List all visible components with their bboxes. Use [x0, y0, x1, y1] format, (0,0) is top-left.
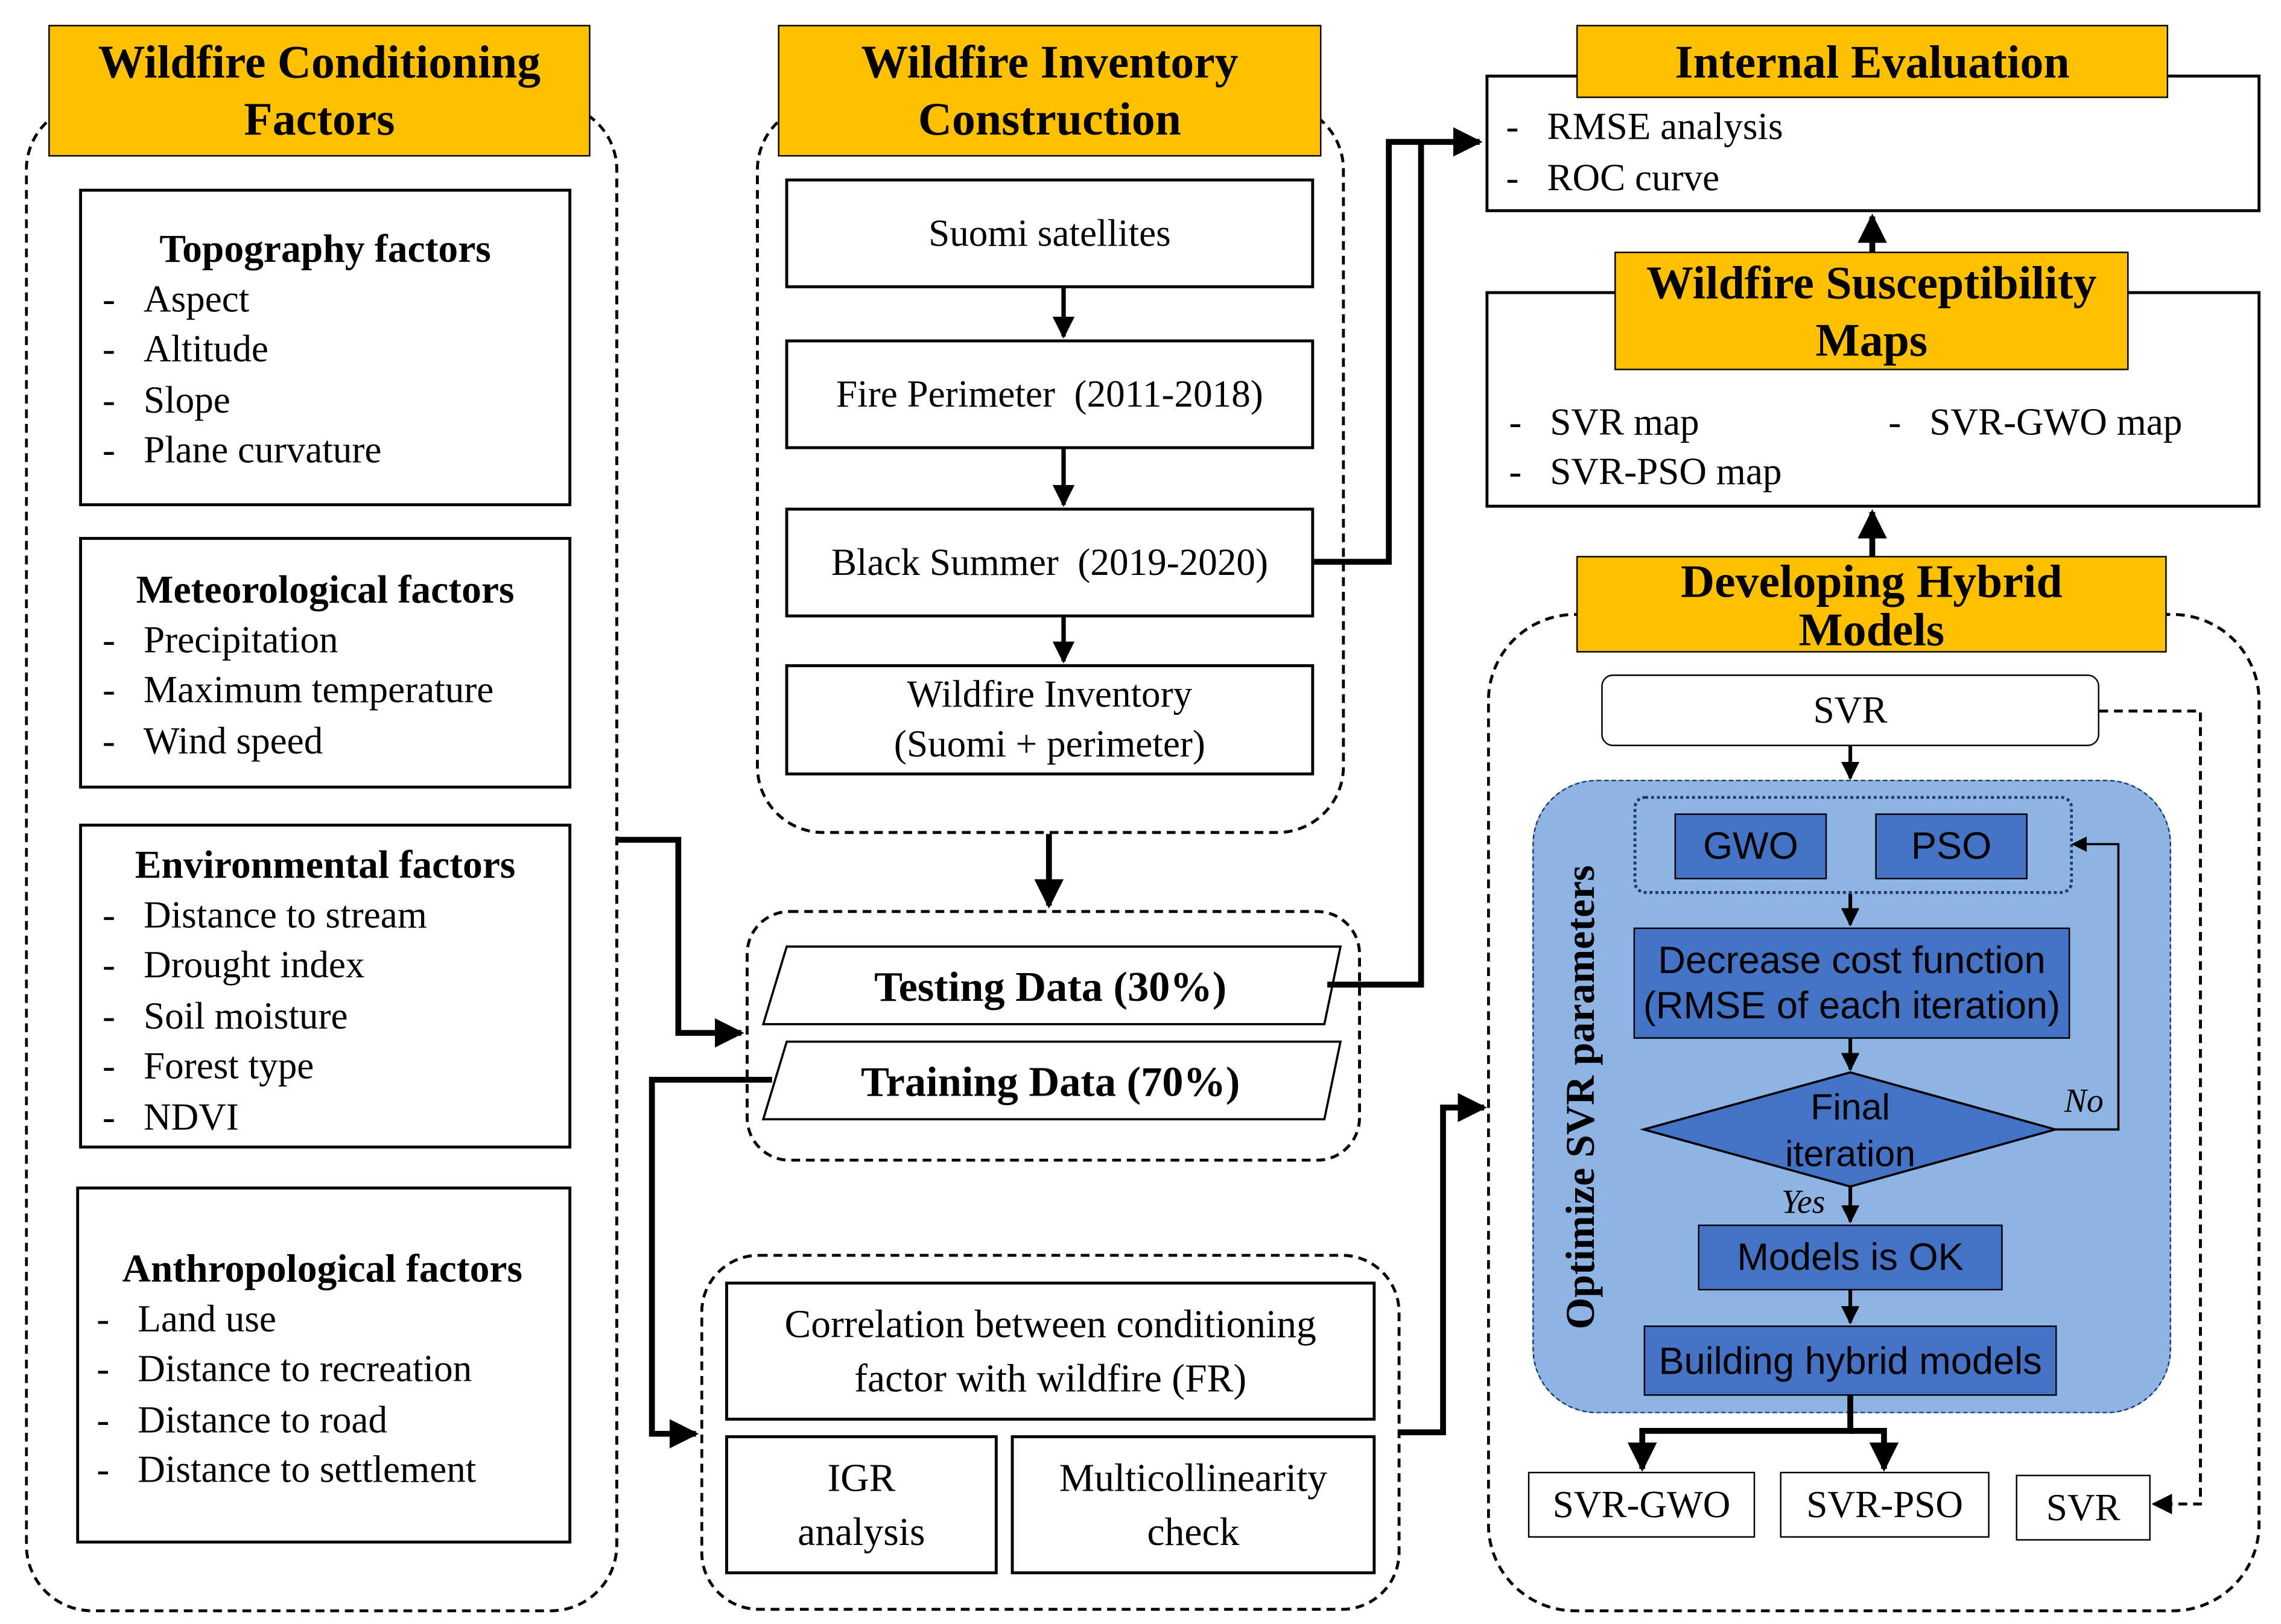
list-item: -Altitude — [102, 328, 268, 370]
list-item: -Forest type — [102, 1044, 314, 1087]
conditioning-factors-header: Wildfire Conditioning Factors — [48, 25, 591, 157]
anthropological-title: Anthropological factors — [122, 1246, 522, 1291]
list-item: -RMSE analysis — [1506, 105, 1783, 148]
list-item: -SVR-GWO map — [1888, 401, 2183, 443]
list-item: -Distance to stream — [102, 893, 427, 936]
data-split-group — [746, 910, 1361, 1162]
list-item: -SVR map — [1509, 401, 1699, 443]
no-label: No — [2064, 1082, 2104, 1120]
correlation-box: Correlation between conditioning factor … — [725, 1281, 1376, 1421]
svr-gwo-output: SVR-GWO — [1528, 1471, 1756, 1538]
list-item: -Distance to road — [97, 1398, 388, 1441]
multicollinearity-box: Multicollinearity check — [1010, 1435, 1376, 1575]
training-data-label: Training Data (70%) — [861, 1059, 1240, 1106]
yes-label: Yes — [1781, 1184, 1825, 1221]
hybrid-models-header: Developing Hybrid Models — [1576, 556, 2167, 653]
testing-data-label: Testing Data (30%) — [874, 963, 1226, 1010]
meteorological-title: Meteorological factors — [136, 567, 515, 612]
igr-analysis-box: IGR analysis — [725, 1435, 998, 1575]
susceptibility-maps-header: Wildfire Susceptibility Maps — [1614, 252, 2129, 370]
meteorological-factors-box: Meteorological factors -Precipitation -M… — [79, 537, 572, 789]
testing-data-shape — [761, 945, 1342, 1026]
final-iteration-label-2: iteration — [1785, 1133, 1915, 1174]
anthropological-factors-box: Anthropological factors -Land use -Dista… — [76, 1186, 572, 1544]
fire-perimeter-box: Fire Perimeter (2011-2018) — [785, 339, 1315, 449]
building-hybrid-models-box: Building hybrid models — [1643, 1325, 2057, 1396]
list-item: -Distance to settlement — [97, 1448, 477, 1491]
list-item: -Drought index — [102, 944, 365, 986]
topography-title: Topography factors — [159, 226, 491, 271]
list-item: -Maximum temperature — [102, 668, 494, 711]
list-item: -ROC curve — [1506, 156, 1720, 199]
list-item: -Slope — [102, 378, 230, 421]
list-item: -Wind speed — [102, 718, 323, 762]
black-summer-box: Black Summer (2019-2020) — [785, 507, 1315, 618]
list-item: -NDVI — [102, 1095, 239, 1138]
svr-box: SVR — [1601, 674, 2099, 746]
list-item: -Distance to recreation — [97, 1347, 472, 1390]
training-data-shape — [761, 1040, 1342, 1121]
suomi-satellites-box: Suomi satellites — [785, 178, 1315, 288]
list-item: -Aspect — [102, 277, 250, 320]
models-ok-box: Models is OK — [1698, 1224, 2003, 1291]
list-item: -Precipitation — [102, 618, 338, 661]
svr-pso-output: SVR-PSO — [1780, 1471, 1990, 1538]
pso-box: PSO — [1875, 813, 2028, 880]
factor-analysis-group — [700, 1254, 1401, 1611]
list-item: -Soil moisture — [102, 994, 348, 1037]
inventory-header: Wildfire Inventory Construction — [778, 25, 1322, 157]
final-iteration-label-1: Final — [1810, 1086, 1890, 1127]
gwo-box: GWO — [1674, 813, 1827, 880]
internal-evaluation-header: Internal Evaluation — [1576, 25, 2169, 98]
environmental-title: Environmental factors — [135, 842, 516, 887]
cost-function-box: Decrease cost function (RMSE of each ite… — [1633, 927, 2070, 1039]
svr-output: SVR — [2016, 1474, 2151, 1541]
list-item: -Land use — [97, 1296, 276, 1340]
list-item: -Plane curvature — [102, 428, 382, 471]
wildfire-inventory-box: Wildfire Inventory (Suomi + perimeter) — [785, 664, 1315, 776]
environmental-factors-box: Environmental factors -Distance to strea… — [79, 823, 572, 1149]
topography-factors-box: Topography factors -Aspect -Altitude -Sl… — [79, 188, 572, 507]
list-item: -SVR-PSO map — [1509, 450, 1782, 493]
